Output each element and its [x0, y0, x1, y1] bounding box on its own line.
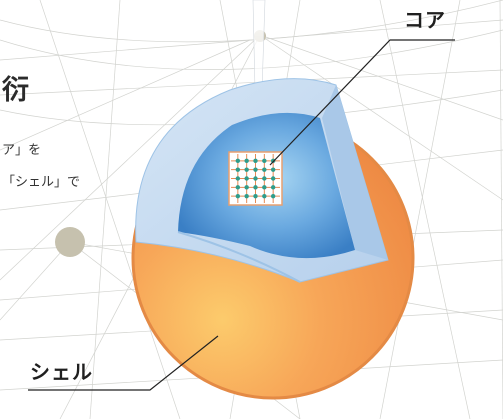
lattice-atom [270, 167, 276, 172]
lattice-atom [244, 158, 249, 164]
lattice-inset [228, 151, 283, 206]
lattice-atom [235, 185, 241, 190]
lattice-atom [262, 167, 267, 172]
lattice-atom [253, 176, 258, 181]
lattice-atom [253, 185, 258, 190]
heading-fragment: 衍 [2, 75, 30, 106]
lattice-atom [235, 167, 241, 172]
lattice-atom [244, 185, 249, 190]
inner-layer-face [322, 85, 388, 260]
lattice-atom [253, 158, 258, 164]
lattice-atom [262, 158, 267, 164]
lattice-atom [253, 167, 258, 172]
body-text-line-2: 「シェル」で [2, 175, 81, 190]
lattice-atom [235, 158, 241, 164]
lattice-atom [235, 176, 241, 181]
core-seam [177, 231, 301, 283]
core-callout-line [269, 39, 455, 166]
lattice-atom [262, 185, 267, 190]
shell-callout-line [28, 335, 219, 391]
core-label: コア [404, 8, 446, 32]
lattice-atom [270, 185, 276, 190]
lattice-atom [262, 193, 267, 199]
lattice-atom [244, 193, 249, 199]
body-text-line-1: ア」を [2, 143, 42, 158]
shell-label: シェル [30, 360, 93, 384]
lattice-atom [270, 193, 276, 199]
lattice-atom [244, 176, 249, 181]
lattice-atom [270, 176, 276, 181]
lattice-atom [262, 176, 267, 181]
network-node [55, 227, 85, 257]
lattice-atom [244, 167, 249, 172]
lattice-atom [253, 193, 258, 199]
lattice-atom [235, 193, 241, 199]
